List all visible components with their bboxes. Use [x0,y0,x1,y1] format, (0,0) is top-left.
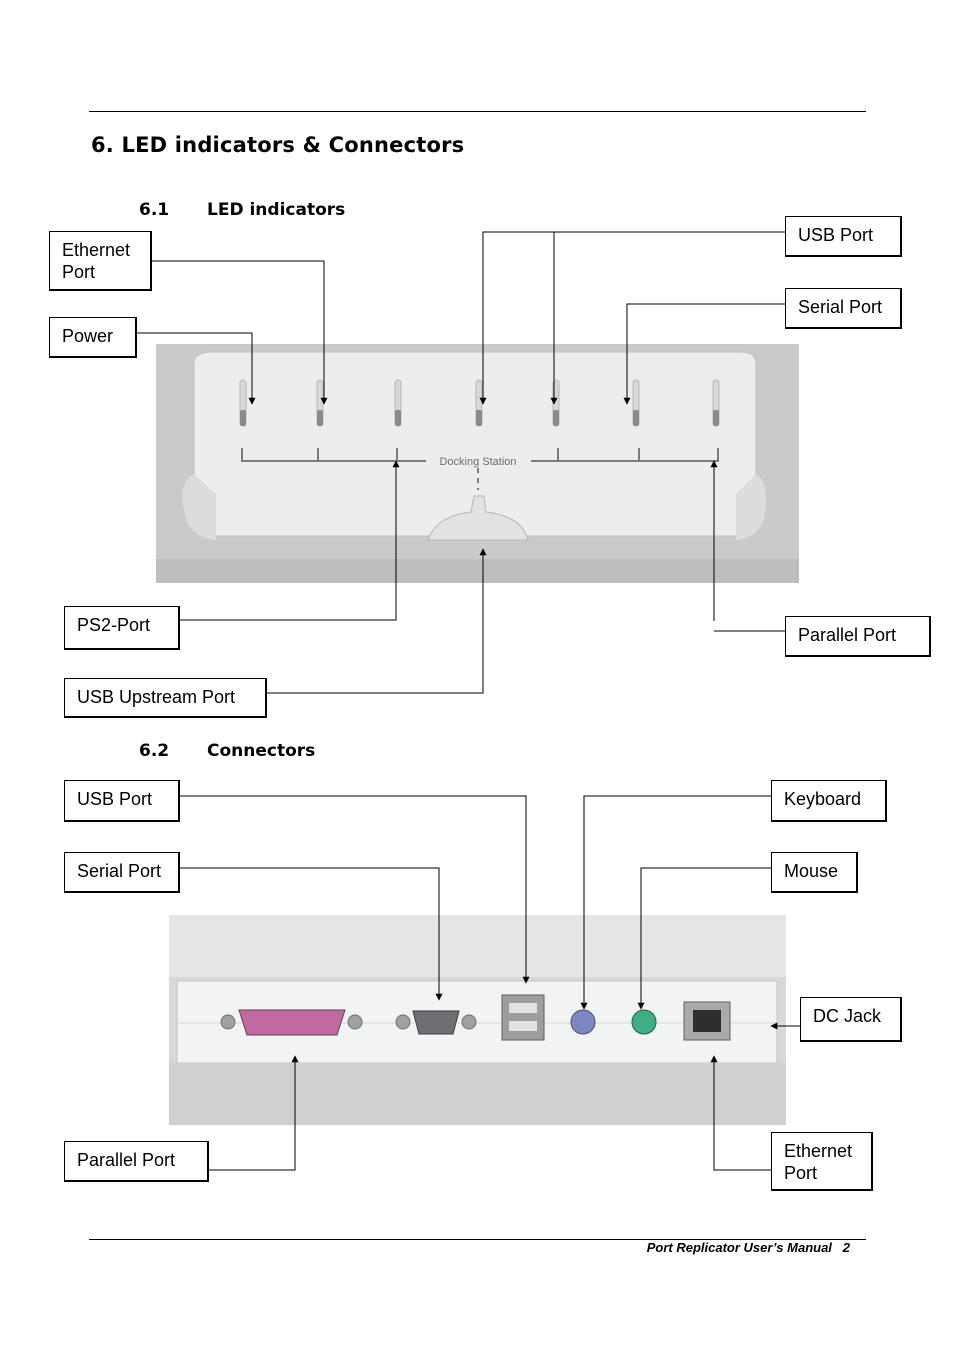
callout-usb-port-led: USB Port [785,216,902,257]
page-title: 6. LED indicators & Connectors [91,133,465,157]
page-footer: Port Replicator User’s Manual 2 [647,1240,850,1255]
callout-keyboard-connector: Keyboard [771,780,887,822]
callout-serial-port-led: Serial Port [785,288,902,329]
section-title: Connectors [207,741,316,761]
connector-panel-photo [169,915,786,1125]
section-title: LED indicators [207,200,346,220]
footer-text: Port Replicator User’s Manual [646,1240,832,1255]
section-heading-6-2: 6.2 Connectors [139,741,315,761]
callout-serial-port-connector: Serial Port [64,852,180,893]
callout-dc-jack: DC Jack [800,997,902,1042]
section-number: 6.1 [139,200,170,220]
callout-power-led: Power [49,317,137,358]
callout-parallel-port-connector: Parallel Port [64,1141,209,1182]
docking-station-top-photo: Docking Station [156,344,799,583]
callout-usb-port-connector: USB Port [64,780,180,822]
page-number: 2 [842,1240,850,1255]
callout-parallel-port-led: Parallel Port [785,616,931,657]
docking-station-label: Docking Station [439,456,516,468]
section-heading-6-1: 6.1 LED indicators [139,200,345,220]
section-number: 6.2 [139,741,170,761]
callout-mouse-connector: Mouse [771,852,858,893]
callout-ps2-port-led: PS2-Port [64,606,180,650]
top-rule [89,111,866,112]
callout-ethernet-port-led: Ethernet Port [49,231,152,291]
callout-usb-upstream-port: USB Upstream Port [64,678,267,718]
bottom-rule [89,1239,866,1240]
callout-ethernet-port-connector: Ethernet Port [771,1132,873,1191]
